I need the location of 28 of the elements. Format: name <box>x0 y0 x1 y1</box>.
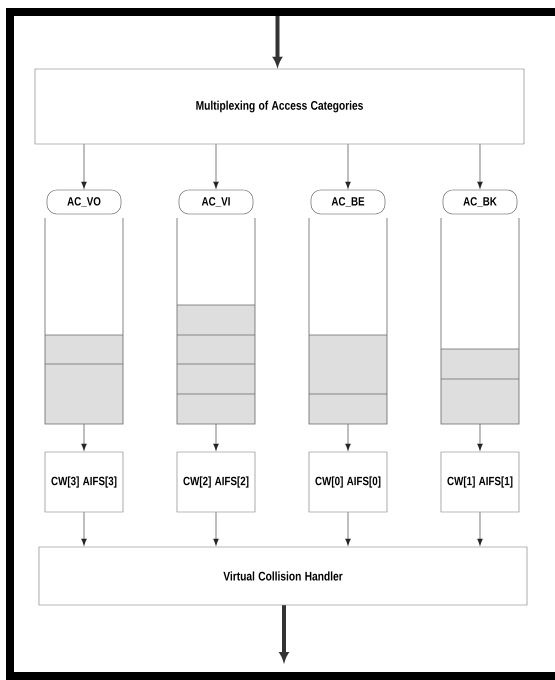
queue-label: AC_BE <box>310 190 386 214</box>
queue-drawing <box>308 218 388 424</box>
arrow <box>477 144 483 189</box>
parameter-box: CW[0] AIFS[0] <box>308 452 388 512</box>
queue-drawing <box>440 218 520 424</box>
arrow <box>213 512 219 546</box>
arrow <box>477 512 483 546</box>
arrow <box>345 424 351 451</box>
arrow <box>213 424 219 451</box>
parameter-box: CW[1] AIFS[1] <box>440 452 520 512</box>
process-box: Multiplexing of Access Categories <box>34 68 524 144</box>
parameter-box: CW[2] AIFS[2] <box>176 452 256 512</box>
arrow <box>345 512 351 546</box>
queue-drawing <box>176 218 256 424</box>
queue-label: AC_BK <box>442 190 518 214</box>
arrow <box>81 424 87 451</box>
arrow <box>81 512 87 546</box>
arrow <box>280 605 288 662</box>
parameter-box: CW[3] AIFS[3] <box>44 452 124 512</box>
queue-label: AC_VO <box>46 190 122 214</box>
arrow <box>345 144 351 189</box>
process-box: Virtual Collision Handler <box>38 546 528 606</box>
arrow <box>477 424 483 451</box>
queue-label: AC_VI <box>178 190 254 214</box>
arrow <box>213 144 219 189</box>
arrow <box>81 144 87 189</box>
queue-drawing <box>44 218 124 424</box>
arrow <box>273 16 282 66</box>
